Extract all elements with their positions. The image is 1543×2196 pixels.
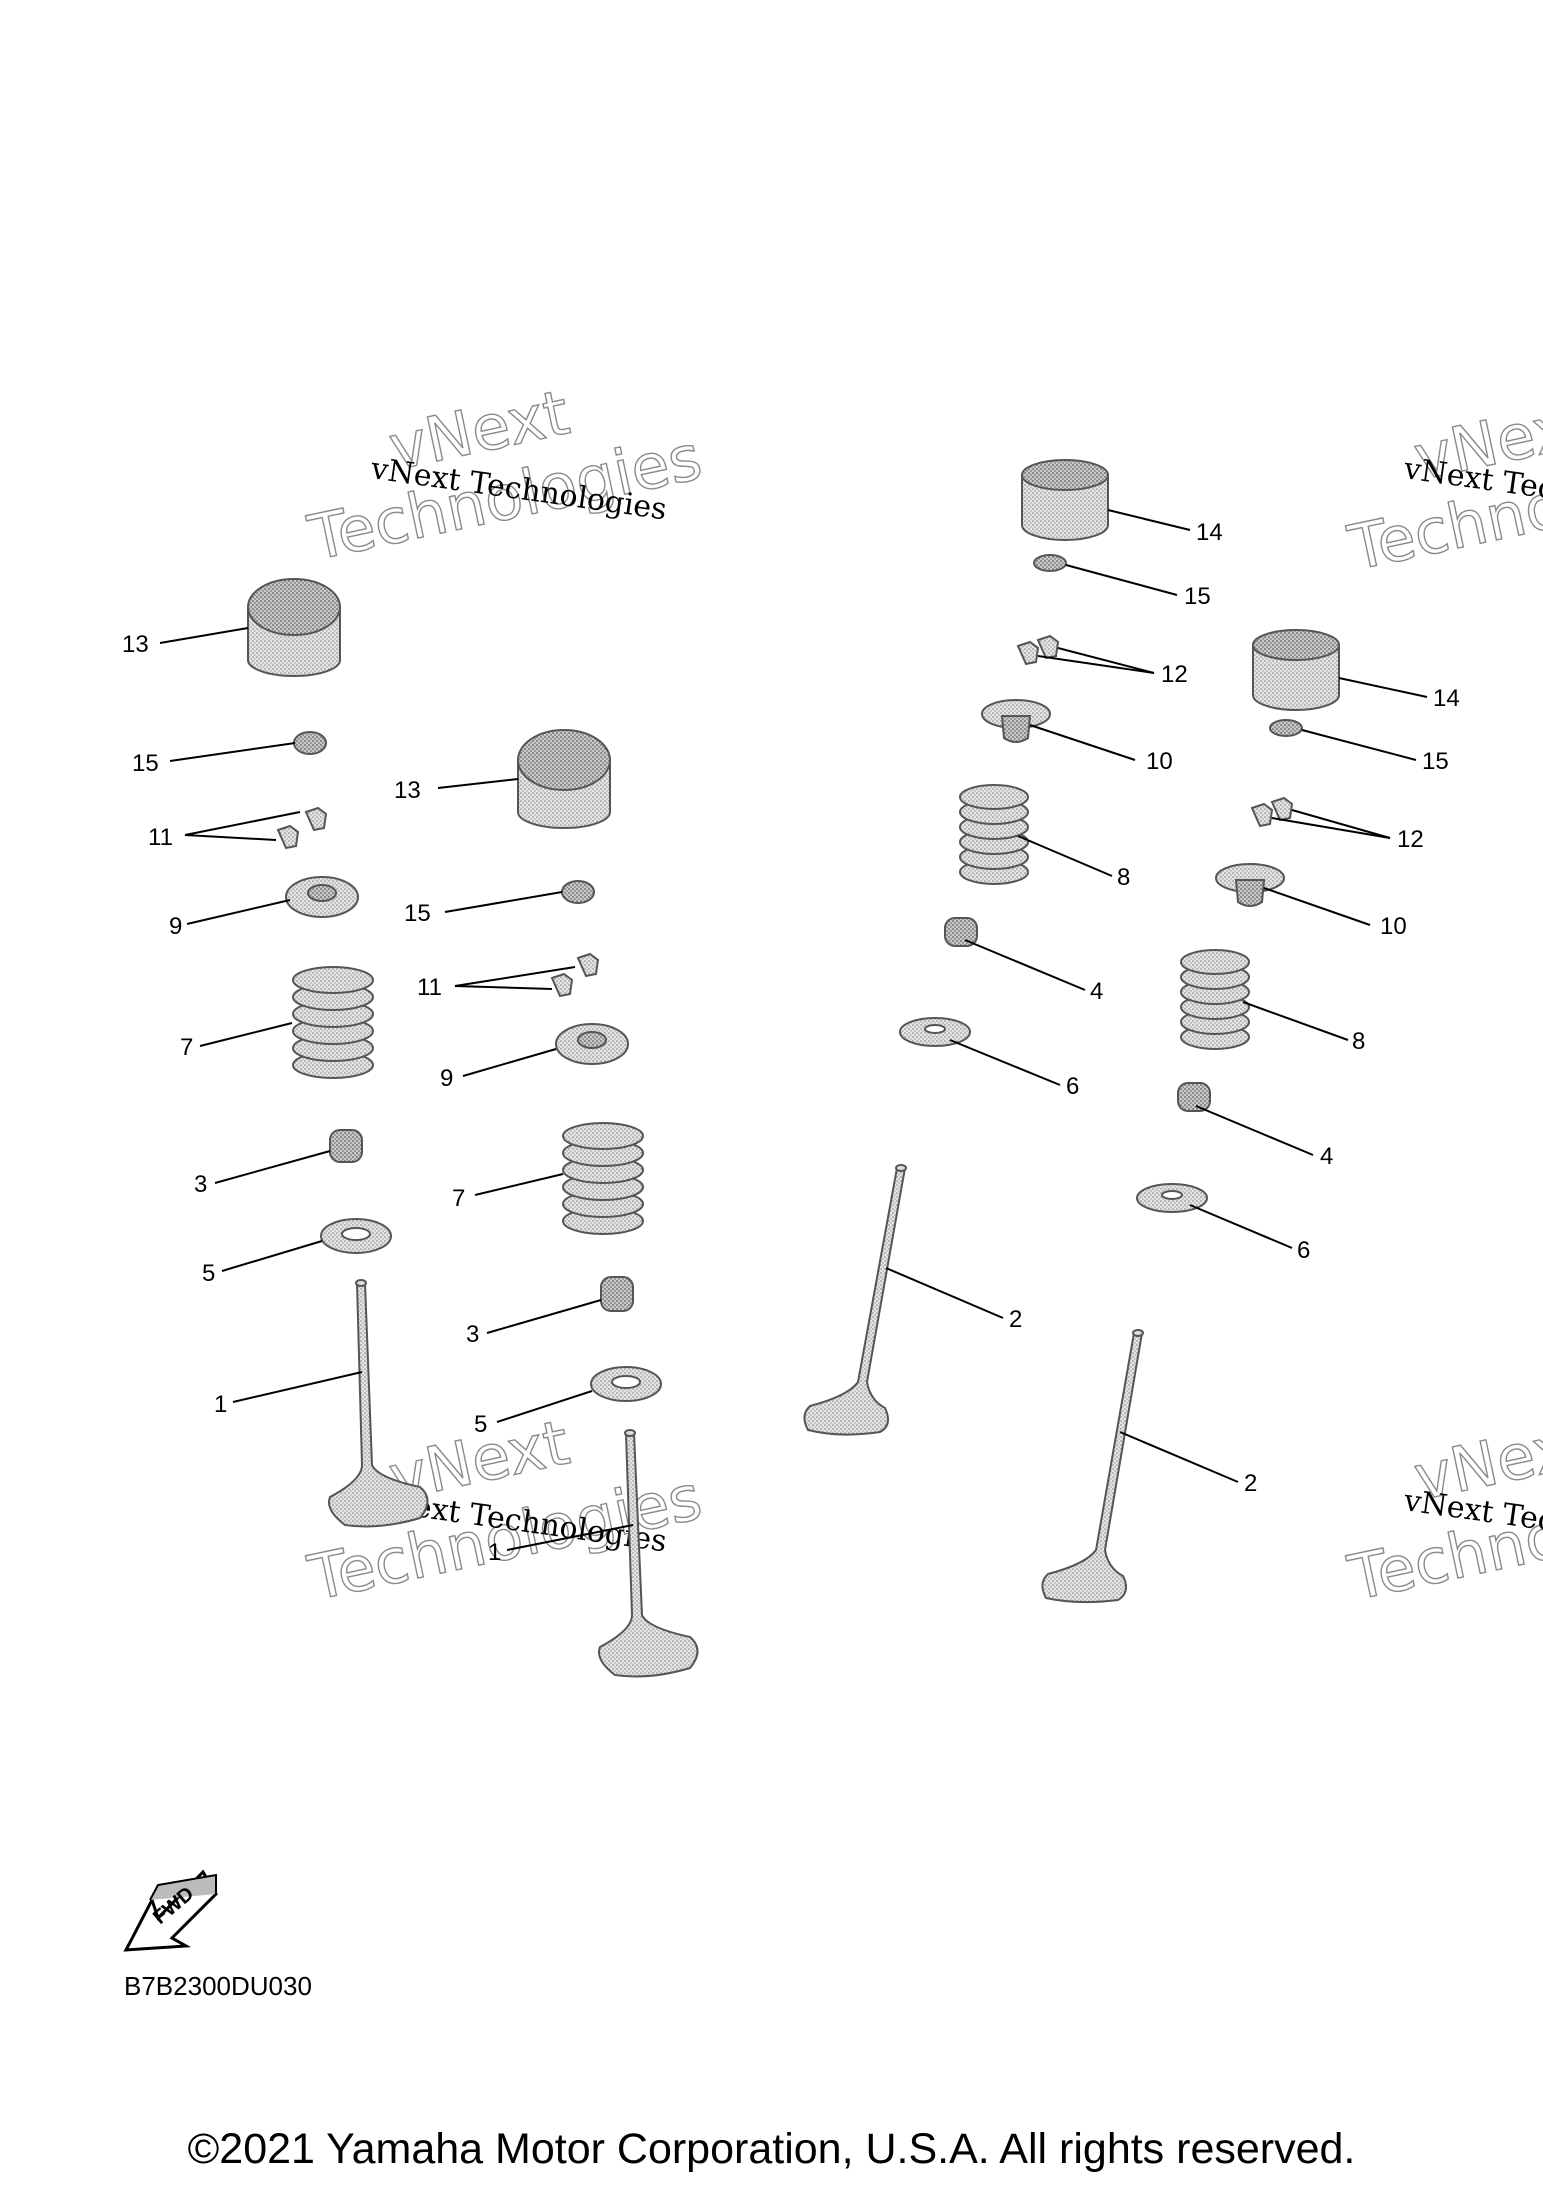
- callout-6: 6: [1066, 1073, 1079, 1100]
- callout-4: 4: [1320, 1143, 1333, 1170]
- valve-cotter-11a: [276, 806, 328, 850]
- callout-13: 13: [122, 631, 149, 658]
- callout-6: 6: [1297, 1237, 1310, 1264]
- valve-lifter-14a: [1021, 459, 1109, 541]
- valve-lifter-13b: [517, 729, 611, 829]
- valve-shim-15d: [1269, 719, 1303, 737]
- callout-9: 9: [440, 1065, 453, 1092]
- callout-9: 9: [169, 913, 182, 940]
- callout-13: 13: [394, 777, 421, 804]
- callout-10: 10: [1380, 913, 1407, 940]
- valve-shim-15c: [1033, 554, 1067, 572]
- callout-2: 2: [1009, 1306, 1022, 1333]
- valve-seal-4b: [1177, 1082, 1211, 1112]
- callout-11: 11: [148, 824, 173, 851]
- callout-11: 11: [417, 974, 442, 1001]
- callout-15: 15: [132, 750, 159, 777]
- spring-seat-5a: [320, 1218, 392, 1254]
- callout-10: 10: [1146, 748, 1173, 775]
- callout-15: 15: [404, 900, 431, 927]
- callout-5: 5: [202, 1260, 215, 1287]
- valve-shim-15a: [293, 731, 327, 755]
- watermark-top-right: vNext Technologies vNext Technologies: [1341, 385, 1543, 586]
- valve-lifter-14b: [1252, 629, 1340, 711]
- valve-cotter-12b: [1250, 796, 1294, 828]
- callout-1: 1: [488, 1539, 501, 1566]
- callout-14: 14: [1196, 519, 1223, 546]
- intake-valve-1a: [328, 1279, 429, 1528]
- callout-numbers: 13 15 11 9 7 3 5 1 13 15 11 9 7 3 5 1 14…: [122, 519, 1460, 1566]
- watermark-bottom-right: vNext Technologies vNext Technologies: [1341, 1405, 1543, 1616]
- valve-spring-7b: [562, 1122, 644, 1235]
- callout-1: 1: [214, 1391, 227, 1418]
- callout-3: 3: [466, 1321, 479, 1348]
- callout-7: 7: [180, 1034, 193, 1061]
- callout-15: 15: [1422, 748, 1449, 775]
- spring-retainer-9a: [285, 876, 359, 918]
- spring-seat-5b: [590, 1366, 662, 1402]
- callout-7: 7: [452, 1185, 465, 1212]
- callout-4: 4: [1090, 978, 1103, 1005]
- callout-2: 2: [1244, 1470, 1257, 1497]
- spring-retainer-10a: [981, 699, 1051, 743]
- callout-12: 12: [1161, 661, 1188, 688]
- callout-12: 12: [1397, 826, 1424, 853]
- exhaust-valve-2a: [803, 1164, 907, 1436]
- valve-cotter-12a: [1016, 634, 1060, 666]
- leader-lines: [159, 509, 1428, 1551]
- valve-seal-4a: [944, 917, 978, 947]
- spring-retainer-10b: [1215, 863, 1285, 907]
- exhaust-valve-2b: [1041, 1329, 1144, 1604]
- spring-seat-6b: [1136, 1183, 1208, 1213]
- copyright-notice: ©2021 Yamaha Motor Corporation, U.S.A. A…: [187, 2125, 1356, 2173]
- intake-valve-1b: [598, 1429, 699, 1678]
- callout-5: 5: [474, 1411, 487, 1438]
- callout-15: 15: [1184, 583, 1211, 610]
- callout-8: 8: [1117, 864, 1130, 891]
- valve-spring-7a: [292, 966, 374, 1079]
- valve-cotter-11b: [550, 952, 600, 998]
- diagram-code: B7B2300DU030: [124, 1971, 312, 2001]
- valve-spring-8a: [959, 784, 1029, 885]
- fwd-arrow-icon: FWD: [123, 1869, 218, 1952]
- callout-3: 3: [194, 1171, 207, 1198]
- callout-8: 8: [1352, 1028, 1365, 1055]
- valve-spring-8b: [1180, 949, 1250, 1050]
- valve-seal-3b: [600, 1276, 634, 1312]
- valve-shim-15b: [561, 880, 595, 904]
- valve-lifter-13a: [247, 578, 341, 677]
- spring-retainer-9b: [555, 1023, 629, 1065]
- callout-14: 14: [1433, 685, 1460, 712]
- watermark-top-left: vNext Technologies vNext Technologies: [301, 375, 708, 576]
- spring-seat-6a: [899, 1017, 971, 1047]
- valve-seal-3a: [329, 1129, 363, 1163]
